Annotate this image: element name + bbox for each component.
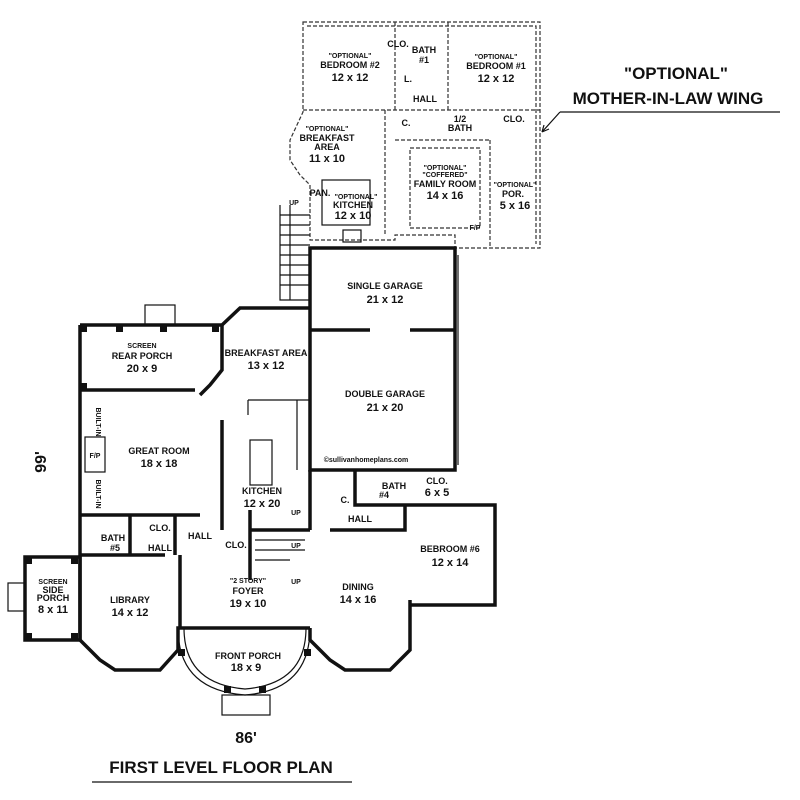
plan-title: FIRST LEVEL FLOOR PLAN — [109, 758, 333, 777]
svg-text:18 x 9: 18 x 9 — [231, 662, 262, 674]
svg-text:CLO.: CLO. — [387, 39, 409, 49]
svg-text:UP: UP — [291, 543, 301, 550]
svg-text:UP: UP — [291, 510, 301, 517]
svg-text:"OPTIONAL": "OPTIONAL" — [494, 182, 537, 189]
svg-text:L.: L. — [404, 74, 412, 84]
watermark: ©sullivanhomeplans.com — [324, 456, 409, 464]
callout-line1: "OPTIONAL" — [624, 64, 728, 83]
svg-text:1/2: 1/2 — [454, 114, 467, 124]
svg-text:12 x 10: 12 x 10 — [335, 210, 372, 222]
svg-text:21 x 12: 21 x 12 — [367, 294, 404, 306]
svg-text:BATH: BATH — [412, 45, 436, 55]
svg-text:20 x 9: 20 x 9 — [127, 363, 158, 375]
optional-wing — [289, 21, 541, 249]
svg-text:F/P: F/P — [470, 225, 481, 232]
svg-text:12 x 14: 12 x 14 — [432, 557, 470, 569]
double-garage-label: DOUBLE GARAGE — [345, 389, 425, 399]
great-room-label: GREAT ROOM — [128, 446, 189, 456]
svg-text:CLO.: CLO. — [426, 476, 448, 486]
breakfast-area-label: BREAKFAST AREA — [225, 348, 308, 358]
side-porch-label: SIDE — [42, 585, 63, 595]
svg-text:BUILT-IN: BUILT-IN — [94, 407, 101, 436]
svg-text:CLO.: CLO. — [149, 523, 171, 533]
svg-text:BREAKFAST: BREAKFAST — [299, 133, 355, 143]
svg-text:11 x 10: 11 x 10 — [309, 153, 345, 165]
svg-text:UP: UP — [291, 579, 301, 586]
room-labels: SINGLE GARAGE 21 x 12 DOUBLE GARAGE 21 x… — [37, 281, 480, 674]
svg-text:BEDROOM #2: BEDROOM #2 — [320, 60, 380, 70]
svg-text:"OPTIONAL": "OPTIONAL" — [306, 126, 349, 133]
foyer-label: FOYER — [232, 586, 264, 596]
svg-text:5 x 16: 5 x 16 — [500, 200, 531, 212]
bedroom-6-label: BEBROOM #6 — [420, 544, 480, 554]
svg-text:HALL: HALL — [188, 531, 212, 541]
svg-text:BATH: BATH — [448, 123, 472, 133]
svg-text:"OPTIONAL": "OPTIONAL" — [424, 165, 467, 172]
svg-text:BATH: BATH — [101, 533, 125, 543]
svg-text:SCREEN: SCREEN — [127, 343, 156, 350]
svg-text:C.: C. — [341, 495, 350, 505]
svg-text:14 x 16: 14 x 16 — [427, 190, 464, 202]
svg-text:21 x 20: 21 x 20 — [367, 402, 404, 414]
svg-text:CLO.: CLO. — [225, 540, 247, 550]
svg-text:6 x 5: 6 x 5 — [425, 487, 449, 499]
front-porch-label: FRONT PORCH — [215, 651, 281, 661]
svg-text:14 x 12: 14 x 12 — [112, 607, 149, 619]
svg-text:BUILT-IN: BUILT-IN — [94, 479, 101, 508]
svg-text:HALL: HALL — [413, 94, 437, 104]
svg-text:POR.: POR. — [502, 189, 524, 199]
svg-text:HALL: HALL — [348, 514, 372, 524]
svg-text:PAN.: PAN. — [310, 188, 331, 198]
svg-text:19 x 10: 19 x 10 — [230, 598, 267, 610]
svg-text:18 x 18: 18 x 18 — [141, 458, 178, 470]
svg-text:BATH: BATH — [382, 481, 406, 491]
porch-posts — [25, 325, 311, 693]
library-label: LIBRARY — [110, 595, 150, 605]
svg-text:12 x 20: 12 x 20 — [244, 498, 281, 510]
single-garage-label: SINGLE GARAGE — [347, 281, 423, 291]
svg-text:KITCHEN: KITCHEN — [333, 200, 373, 210]
svg-text:14 x 16: 14 x 16 — [340, 594, 377, 606]
svg-text:BEDROOM #1: BEDROOM #1 — [466, 61, 526, 71]
svg-text:FAMILY ROOM: FAMILY ROOM — [414, 179, 477, 189]
svg-text:UP: UP — [289, 200, 299, 207]
svg-text:C.: C. — [402, 118, 411, 128]
svg-text:F/P: F/P — [90, 453, 101, 460]
svg-text:AREA: AREA — [314, 142, 340, 152]
callout-line2: MOTHER-IN-LAW WING — [573, 89, 764, 108]
kitchen-label: KITCHEN — [242, 486, 282, 496]
svg-text:#1: #1 — [419, 55, 429, 65]
callout-arrow-icon — [541, 111, 561, 133]
depth-dimension: 99' — [33, 451, 50, 473]
svg-text:SCREEN: SCREEN — [38, 579, 67, 586]
svg-text:HALL: HALL — [148, 543, 172, 553]
main-walls — [7, 205, 497, 716]
svg-text:#5: #5 — [110, 543, 120, 553]
svg-text:12 x 12: 12 x 12 — [478, 73, 515, 85]
svg-text:CLO.: CLO. — [503, 114, 525, 124]
svg-text:"2 STORY": "2 STORY" — [230, 578, 266, 585]
svg-text:"OPTIONAL": "OPTIONAL" — [335, 194, 378, 201]
svg-text:"COFFERED": "COFFERED" — [422, 172, 467, 179]
width-dimension: 86' — [235, 730, 257, 747]
svg-text:#4: #4 — [379, 490, 389, 500]
svg-text:12 x 12: 12 x 12 — [332, 72, 369, 84]
svg-text:8 x 11: 8 x 11 — [38, 604, 68, 616]
svg-text:"OPTIONAL": "OPTIONAL" — [475, 54, 518, 61]
svg-text:"OPTIONAL": "OPTIONAL" — [329, 53, 372, 60]
svg-text:13 x 12: 13 x 12 — [248, 360, 285, 372]
svg-text:PORCH: PORCH — [37, 593, 70, 603]
rear-porch-label: REAR PORCH — [112, 351, 173, 361]
dining-label: DINING — [342, 582, 374, 592]
wing-labels: "OPTIONAL" BEDROOM #2 12 x 12 "OPTIONAL"… — [289, 39, 536, 232]
